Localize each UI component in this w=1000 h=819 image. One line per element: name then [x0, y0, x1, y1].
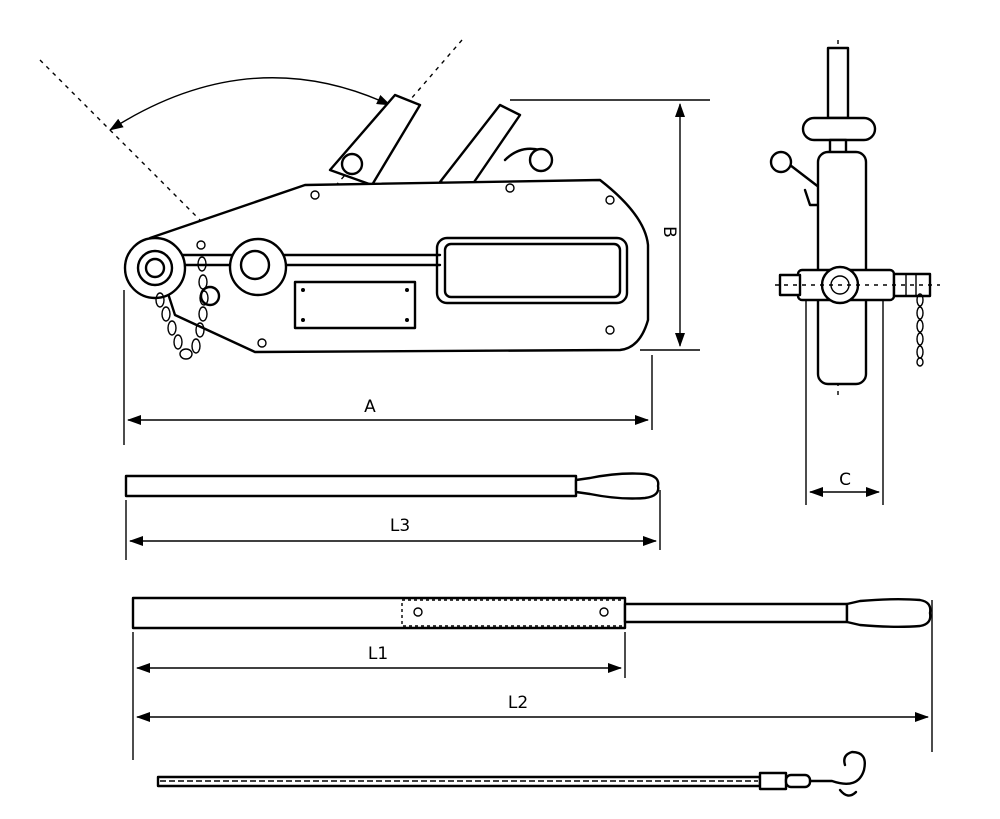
dimension-label-c: C: [839, 470, 851, 490]
dimension-label-b: B: [659, 226, 679, 238]
casing-grip-window-inner: [443, 242, 622, 299]
front-lever-knob: [769, 150, 793, 174]
hoist-side-view: [39, 39, 650, 360]
hook-tip: [838, 788, 858, 797]
hoist-front-view: [769, 40, 940, 400]
dimension-label-l2: L2: [508, 693, 528, 713]
hook: [808, 750, 866, 785]
hook-swivel: [784, 773, 812, 789]
dimension-label-l3: L3: [390, 516, 410, 536]
front-safety-chain: [916, 293, 924, 367]
name-plate: [293, 280, 417, 330]
anchor-pin-inner: [144, 257, 166, 279]
wire-rope-with-hook: [156, 750, 866, 797]
telescopic-inner-tube: [623, 602, 849, 624]
dimension-c: C: [805, 300, 884, 505]
dimension-b: B: [510, 99, 710, 351]
top-cap: [801, 116, 877, 142]
lever-limit-line-left: [39, 59, 201, 221]
reverse-lever: [438, 103, 522, 190]
telescopic-outer-tube: [131, 596, 627, 630]
short-handle-tube: [124, 474, 578, 498]
rope-ferrule: [758, 771, 788, 791]
telescopic-handle: L1 L2: [131, 596, 933, 760]
chain-anchor-eye: [199, 285, 221, 307]
dimension-a: A: [123, 290, 653, 445]
front-lever: [788, 163, 822, 207]
dimension-label-a: A: [364, 397, 376, 417]
rope-inlet-tube: [826, 46, 850, 120]
short-handle-grip: [574, 472, 660, 500]
telescopic-handle-grip: [845, 598, 932, 628]
short-handle: L3: [124, 472, 661, 560]
dimension-label-l1: L1: [368, 644, 388, 664]
lever-swing-arc: [109, 77, 391, 131]
forward-lever: [328, 93, 422, 187]
safety-chain: [155, 240, 209, 360]
jaw-wheel: [228, 237, 288, 297]
jaw-wheel-hub: [239, 249, 271, 281]
anchor-pin-head: [778, 273, 802, 297]
casing-grip-window: [435, 236, 629, 305]
lever-pivot: [340, 152, 364, 176]
anchor-ring: [123, 236, 187, 300]
release-lever-knob: [528, 147, 554, 173]
anchor-pin-outer: [136, 249, 174, 287]
